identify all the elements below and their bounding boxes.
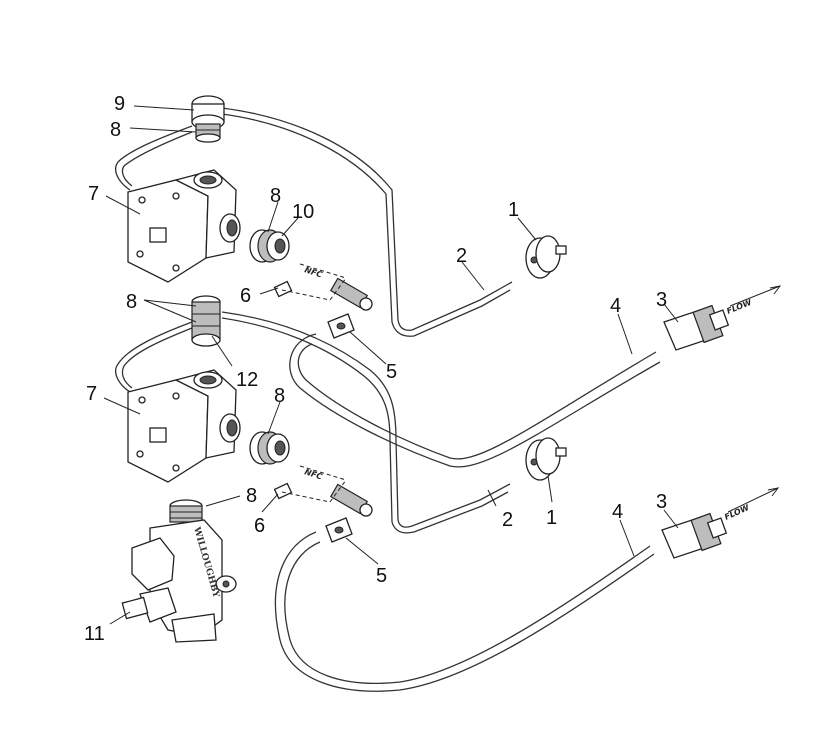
callout-8-port-top: 8 [270, 185, 281, 207]
tube-4-top [297, 343, 657, 460]
valve-body-7-bottom [127, 369, 241, 483]
callout-4-bottom: 4 [612, 501, 623, 523]
tube-top-left [115, 125, 193, 191]
callout-2-top: 2 [456, 245, 467, 267]
flow-label-top: FLOW [725, 297, 753, 315]
elbow-part-5-bottom [325, 483, 373, 543]
tube-top-left-inner [121, 131, 193, 187]
nipple-part-6-bottom [273, 482, 293, 500]
callout-8-valve: 8 [246, 485, 257, 507]
tube-mid-loop-inner [221, 317, 509, 534]
callout-5-top: 5 [386, 361, 397, 383]
callout-12: 12 [236, 369, 258, 391]
tube-mid-loop [221, 311, 511, 528]
tube-top-loop-inner [221, 113, 511, 337]
port-fitting-8-10-top [249, 229, 290, 263]
nfc-label-top: NFC [303, 265, 323, 279]
tube-top-loop [221, 107, 513, 331]
callout-1-top: 1 [508, 199, 519, 221]
callout-8-port-bottom: 8 [274, 385, 285, 407]
callout-3-bottom: 3 [656, 491, 667, 513]
callout-4-top: 4 [610, 295, 621, 317]
callout-8-mid: 8 [126, 291, 137, 313]
callout-6-bottom: 6 [254, 515, 265, 537]
shutoff-valve-assembly [121, 499, 237, 643]
fitting-part-8-12-mid [191, 295, 221, 347]
nfc-bracket-top [281, 263, 347, 301]
callout-5-bottom: 5 [376, 565, 387, 587]
callout-11: 11 [84, 623, 105, 645]
callout-8-cap: 8 [110, 119, 121, 141]
callout-7-top: 7 [88, 183, 99, 205]
fitting-part-3-bottom [661, 512, 728, 559]
callout-10: 10 [292, 201, 314, 223]
flow-arrow-bottom [727, 487, 780, 513]
callout-1-bottom: 1 [546, 507, 557, 529]
nipple-part-6-top [273, 280, 293, 298]
callout-9: 9 [114, 93, 125, 115]
tube-mid-left [115, 321, 193, 393]
nfc-label-bottom: NFC [303, 467, 323, 481]
callout-6-top: 6 [240, 285, 251, 307]
callout-3-top: 3 [656, 289, 667, 311]
flow-arrow-top [729, 285, 782, 307]
cap-part-1-top [525, 235, 567, 279]
elbow-part-5-top [327, 277, 373, 339]
flow-label-bottom: FLOW [723, 503, 751, 522]
callout-2-bottom: 2 [502, 509, 513, 531]
tube-4-bottom-inner [284, 541, 651, 684]
valve-body-7-top [127, 169, 241, 283]
tube-4-top-inner [289, 333, 661, 468]
port-fitting-8-bottom [249, 431, 290, 465]
tube-mid-left-inner [121, 327, 193, 389]
leader-lines [103, 105, 679, 625]
tube-4-bottom [274, 531, 655, 692]
cap-part-1-bottom [525, 437, 567, 481]
fitting-part-8-top [195, 123, 221, 143]
fitting-part-3-top [663, 304, 730, 351]
callout-7-bottom: 7 [86, 383, 97, 405]
nfc-bracket-bottom [281, 465, 347, 503]
